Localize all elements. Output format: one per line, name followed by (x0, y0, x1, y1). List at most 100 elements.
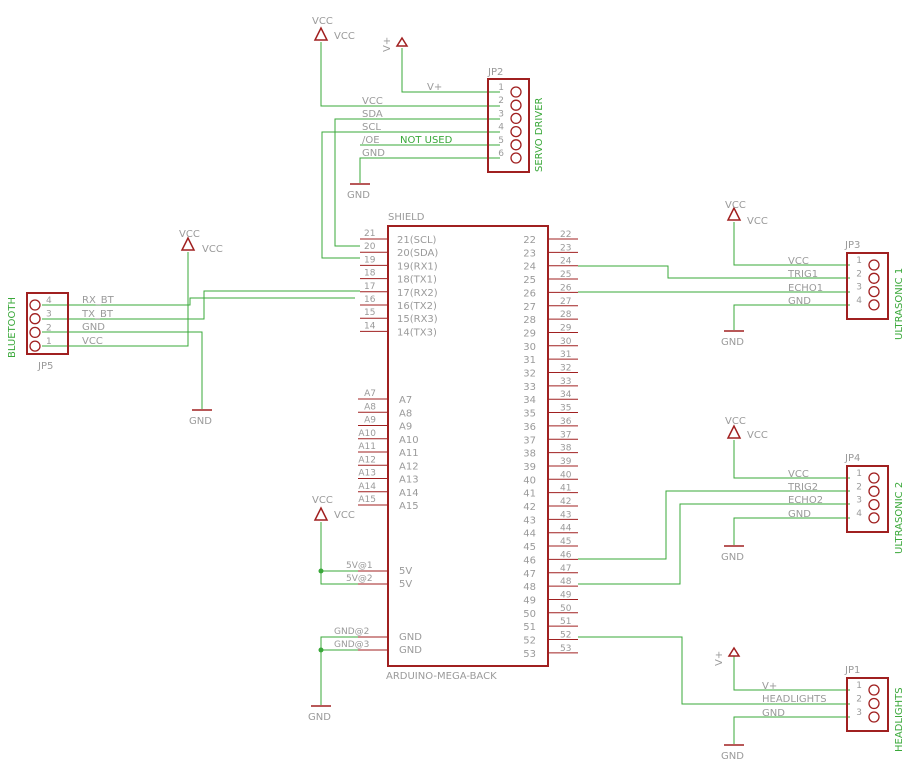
wire-vplus-servo (401, 48, 500, 93)
pin-name-53: 53 (523, 649, 536, 660)
pin-name-31: 31 (523, 355, 536, 366)
jp4-pin-1-number: 1 (856, 469, 862, 479)
wire-rx-bt (42, 297, 355, 306)
jp4-title: ULTRASONIC 2 (894, 482, 905, 554)
pin-name-5v2: 5V (399, 579, 412, 590)
shield-power-pins: 5V@1 5V@2 GND@2 GND@3 5V 5V GND GND (334, 561, 422, 656)
junction-5v (318, 568, 324, 574)
jp3-pin-1-circle (868, 259, 880, 271)
jp3-pin-2-number: 2 (856, 269, 862, 279)
pin-name-29: 29 (523, 328, 536, 339)
pin-number-a10: A10 (358, 429, 376, 439)
shield-analog-pins: A7A7A8A8A9A9A10A10A11A11A12A12A13A13A14A… (358, 389, 419, 512)
pin-name-22: 22 (523, 235, 536, 246)
pin-number-53: 53 (560, 644, 571, 654)
pin-number-41: 41 (560, 484, 571, 494)
pin-number-28: 28 (560, 310, 572, 320)
pin-name-19: 19(RX1) (397, 261, 438, 272)
pin-name-44: 44 (523, 529, 536, 540)
pin-number-43: 43 (560, 510, 571, 520)
pin-name-40: 40 (523, 475, 536, 486)
pin-name-24: 24 (523, 262, 536, 273)
jp5-pin-1-number: 1 (46, 337, 52, 347)
jp2-pin-3-number: 3 (498, 109, 504, 119)
jp1-pin-1-number: 1 (856, 681, 862, 691)
vplus-label-headlights: V+ (714, 651, 725, 666)
pin-name-33: 33 (523, 382, 536, 393)
jp5-pin-4-circle (29, 299, 41, 311)
jp2-net-scl: SCL (362, 122, 381, 133)
pin-number-a9: A9 (364, 416, 376, 426)
pin-name-39: 39 (523, 462, 536, 473)
vcc-symbol-us2 (726, 424, 742, 439)
jp4-body (846, 465, 889, 533)
pin-name-26: 26 (523, 288, 536, 299)
jp3-net-vcc: VCC (788, 256, 809, 267)
pin-number-46: 46 (560, 550, 572, 560)
pin-number-a8: A8 (364, 402, 376, 412)
pin-number-35: 35 (560, 404, 571, 414)
pin-name-15: 15(RX3) (397, 314, 438, 325)
jp1-net-headlights: HEADLIGHTS (762, 694, 827, 705)
pin-number-26: 26 (560, 283, 572, 293)
wire-echo2 (578, 503, 850, 585)
vcc-label-servo-side: VCC (334, 31, 355, 42)
wire-trig2 (578, 490, 850, 560)
jp4-pin-4-circle (868, 512, 880, 524)
wire-tx-bt (42, 290, 360, 320)
jp2-pin-4-number: 4 (498, 123, 504, 133)
pin-name-a8: A8 (399, 408, 412, 419)
pin-name-37: 37 (523, 435, 536, 446)
jp1-body (846, 677, 889, 732)
shield-body (387, 225, 549, 667)
wire-gnd-us2 (733, 517, 850, 545)
jp2-title: SERVO DRIVER (534, 97, 545, 172)
jp1-pin-3-circle (868, 711, 880, 723)
wire-vcc-us1 (733, 222, 850, 266)
jp5-net-vcc: VCC (82, 336, 103, 347)
pin-number-a15: A15 (358, 495, 376, 505)
pin-number-47: 47 (560, 564, 571, 574)
pin-name-a9: A9 (399, 422, 412, 433)
jp1-ref: JP1 (844, 665, 860, 676)
pin-name-51: 51 (523, 622, 536, 633)
jp2-pin-2-circle (510, 99, 522, 111)
vcc-label-shield-side: VCC (334, 510, 355, 521)
pin-number-24: 24 (560, 257, 572, 267)
jp5-body (26, 292, 69, 355)
pin-name-52: 52 (523, 636, 536, 647)
pin-number-50: 50 (560, 604, 572, 614)
pin-number-38: 38 (560, 444, 572, 454)
pin-name-a13: A13 (399, 475, 419, 486)
wire-vplus-headlights (733, 656, 850, 691)
pin-number-15: 15 (364, 308, 375, 318)
wire-vcc-us2 (733, 440, 850, 479)
jp2-pin-1-number: 1 (498, 83, 504, 93)
jp1-title: HEADLIGHTS (894, 687, 905, 752)
pin-name-17: 17(RX2) (397, 288, 438, 299)
jp3-net-gnd: GND (788, 296, 811, 307)
jp3-pin-4-number: 4 (856, 296, 862, 306)
pin-number-a7: A7 (364, 389, 376, 399)
pin-number-25: 25 (560, 270, 571, 280)
pin-name-a14: A14 (399, 488, 419, 499)
vcc-label-us2-side: VCC (747, 430, 768, 441)
jp5-pin-1-circle (29, 340, 41, 352)
jp2-net-oe: /OE (362, 135, 380, 146)
pin-name-46: 46 (523, 555, 536, 566)
jp5-title: BLUETOOTH (7, 297, 18, 358)
pin-name-45: 45 (523, 542, 536, 553)
vcc-label-us1-top: VCC (725, 200, 746, 211)
pin-name-30: 30 (523, 342, 536, 353)
jp3-pin-3-number: 3 (856, 283, 862, 293)
pin-number-29: 29 (560, 323, 572, 333)
jp2-net-vcc: VCC (362, 96, 383, 107)
wire-sda-pin20 (334, 118, 500, 247)
junctions (318, 568, 324, 653)
pin-number-a12: A12 (358, 455, 376, 465)
pin-number-42: 42 (560, 497, 571, 507)
jp5-pin-3-circle (29, 313, 41, 325)
